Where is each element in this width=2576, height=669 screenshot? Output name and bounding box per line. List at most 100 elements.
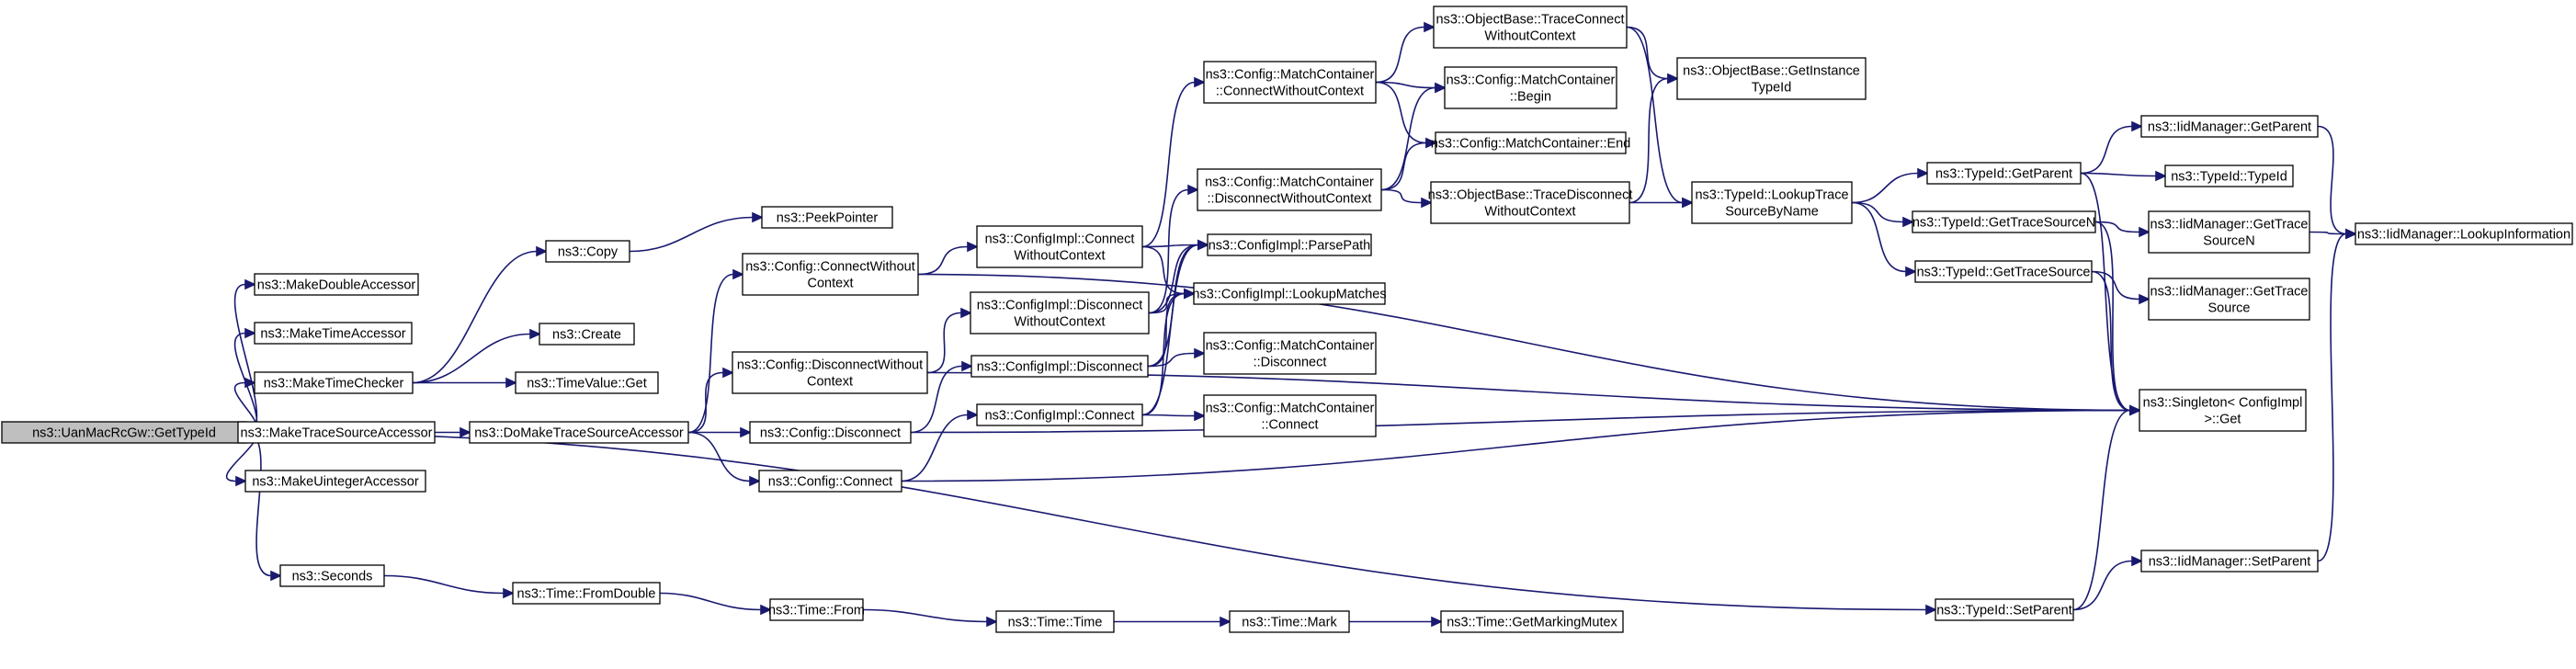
- node-label: >::Get: [2205, 413, 2241, 427]
- node-cfg-disconnect-woc[interactable]: ns3::Config::DisconnectWithoutContext: [732, 351, 928, 394]
- node-box: [1229, 610, 1350, 633]
- node-label: ns3::Config::MatchContainer: [1206, 339, 1375, 354]
- node-ob-trace-disconnect-woc[interactable]: ns3::ObjectBase::TraceDisconnectWithoutC…: [1428, 181, 1633, 224]
- node-ci-connect-woc[interactable]: ns3::ConfigImpl::ConnectWithoutContext: [976, 225, 1143, 268]
- node-peek-pointer[interactable]: ns3::PeekPointer: [761, 206, 893, 229]
- node-ci-lookup-matches[interactable]: ns3::ConfigImpl::LookupMatches: [1192, 282, 1387, 305]
- edge-tid-get-trace-source-to-singleton-get: [2091, 270, 2141, 416]
- edge-cfg-disconnect-to-ci-disconnect: [910, 360, 973, 434]
- node-box: [1203, 332, 1377, 375]
- node-mc-disconnect[interactable]: ns3::Config::MatchContainer::Disconnect: [1203, 332, 1377, 375]
- node-ci-disconnect-woc[interactable]: ns3::ConfigImpl::DisconnectWithoutContex…: [970, 291, 1150, 334]
- edge-line: [1851, 201, 1904, 223]
- node-mc-connect[interactable]: ns3::Config::MatchContainer::Connect: [1203, 394, 1377, 437]
- arrowhead-icon: [235, 475, 247, 487]
- node-tid-get-trace-source[interactable]: ns3::TypeId::GetTraceSource: [1914, 260, 2093, 283]
- node-mk-uint[interactable]: ns3::MakeUintegerAccessor: [244, 470, 426, 493]
- node-iid-lookup-info[interactable]: ns3::IidManager::LookupInformation: [2355, 222, 2573, 245]
- arrowhead-icon: [1905, 266, 1917, 278]
- node-box: [970, 291, 1150, 334]
- node-mk-time-chk[interactable]: ns3::MakeTimeChecker: [254, 371, 414, 394]
- node-box: [515, 371, 659, 394]
- node-box: [2355, 222, 2573, 245]
- node-ob-trace-connect-woc[interactable]: ns3::ObjectBase::TraceConnectWithoutCont…: [1433, 6, 1628, 49]
- arrowhead-icon: [244, 327, 256, 339]
- edge-line: [1851, 172, 1919, 204]
- node-time-get-marking-mutex[interactable]: ns3::Time::GetMarkingMutex: [1440, 610, 1624, 633]
- node-label: ns3::ConfigImpl::Connect: [985, 232, 1135, 247]
- node-cfg-disconnect[interactable]: ns3::Config::Disconnect: [749, 421, 912, 444]
- node-create[interactable]: ns3::Create: [539, 323, 635, 346]
- edge-tid-get-parent-to-tid-type-id: [2080, 170, 2167, 182]
- edge-mc-disconnect-woc-to-mc-end: [1380, 137, 1437, 191]
- node-label: ::ConnectWithoutContext: [1216, 85, 1364, 99]
- node-ci-connect[interactable]: ns3::ConfigImpl::Connect: [976, 403, 1143, 426]
- edge-line: [1380, 142, 1427, 191]
- node-label: ns3::Time::FromDouble: [517, 587, 656, 602]
- node-mk-time-acc[interactable]: ns3::MakeTimeAccessor: [254, 322, 413, 345]
- edge-line: [1626, 26, 1669, 80]
- node-time-time[interactable]: ns3::Time::Time: [995, 610, 1115, 633]
- node-box: [2164, 164, 2294, 187]
- edge-line: [629, 216, 754, 253]
- node-label: ns3::Copy: [558, 245, 618, 260]
- node-iid-set-parent[interactable]: ns3::IidManager::SetParent: [2140, 550, 2319, 573]
- node-tid-get-trace-source-n[interactable]: ns3::TypeId::GetTraceSourceN: [1912, 210, 2096, 233]
- edge-tid-get-parent-to-singleton-get: [2080, 172, 2141, 416]
- arrowhead-icon: [1197, 239, 1209, 251]
- node-box: [1926, 162, 2082, 185]
- node-tid-set-parent[interactable]: ns3::TypeId::SetParent: [1935, 598, 2074, 621]
- node-cfg-connect[interactable]: ns3::Config::Connect: [758, 470, 902, 493]
- node-ci-parse-path[interactable]: ns3::ConfigImpl::ParsePath: [1207, 233, 1372, 256]
- edge-line: [1375, 26, 1425, 84]
- arrowhead-icon: [2345, 228, 2357, 240]
- edge-line: [1147, 352, 1196, 368]
- node-ci-disconnect[interactable]: ns3::ConfigImpl::Disconnect: [970, 355, 1149, 378]
- node-box: [1430, 181, 1630, 224]
- node-copy[interactable]: ns3::Copy: [545, 240, 630, 263]
- edge-line: [2091, 270, 2140, 300]
- node-mc-disconnect-woc[interactable]: ns3::Config::MatchContainer::DisconnectW…: [1197, 168, 1382, 211]
- edge-line: [862, 608, 988, 623]
- edge-do-make-trace-to-cfg-disconnect: [688, 426, 752, 438]
- node-root[interactable]: ns3::UanMacRcGw::GetTypeId: [1, 421, 247, 444]
- node-mc-end[interactable]: ns3::Config::MatchContainer::End: [1431, 131, 1631, 154]
- node-time-value-get[interactable]: ns3::TimeValue::Get: [515, 371, 659, 394]
- edge-mk-time-chk-to-time-value-get: [412, 377, 517, 389]
- node-box: [1203, 61, 1377, 104]
- node-tid-type-id[interactable]: ns3::TypeId::TypeId: [2164, 164, 2294, 187]
- node-label: WithoutContext: [1014, 315, 1105, 330]
- node-label: ns3::MakeTraceSourceAccessor: [241, 426, 433, 441]
- arrowhead-icon: [505, 377, 517, 389]
- node-mc-connect-woc[interactable]: ns3::Config::MatchContainer::ConnectWith…: [1203, 61, 1377, 104]
- node-singleton-get[interactable]: ns3::Singleton< ConfigImpl >::Get: [2139, 389, 2307, 432]
- node-mk-double[interactable]: ns3::MakeDoubleAccessor: [254, 273, 419, 296]
- edge-line: [1375, 81, 1436, 89]
- node-time-from-double[interactable]: ns3::Time::FromDouble: [512, 582, 661, 605]
- call-nodes: ns3::UanMacRcGw::GetTypeId ns3::MakeDoubl…: [1, 6, 2573, 633]
- node-cfg-connect-woc[interactable]: ns3::Config::ConnectWithoutContext: [742, 253, 919, 296]
- edge-line: [412, 250, 538, 384]
- node-tid-get-parent[interactable]: ns3::TypeId::GetParent: [1926, 162, 2082, 185]
- node-label: TypeId: [1752, 81, 1792, 96]
- node-mc-begin[interactable]: ns3::Config::MatchContainer::Begin: [1444, 66, 1617, 109]
- node-iid-get-parent[interactable]: ns3::IidManager::GetParent: [2140, 115, 2319, 138]
- edge-cfg-connect-woc-to-ci-connect-woc: [917, 241, 979, 276]
- edge-line: [2072, 560, 2133, 611]
- edge-mc-disconnect-woc-to-mc-begin: [1380, 82, 1447, 191]
- node-time-from[interactable]: ns3::Time::From: [768, 598, 865, 621]
- edge-cfg-connect-to-ci-connect: [901, 409, 979, 482]
- node-seconds[interactable]: ns3::Seconds: [279, 564, 385, 587]
- node-iid-get-trace-source-n[interactable]: ns3::IidManager::GetTraceSourceN: [2148, 210, 2310, 254]
- edge-ci-connect-woc-to-mc-connect-woc: [1141, 76, 1206, 248]
- node-time-mark[interactable]: ns3::Time::Mark: [1229, 610, 1350, 633]
- arrowhead-icon: [270, 570, 282, 582]
- node-box: [2139, 389, 2307, 432]
- node-mk-trace-src[interactable]: ns3::MakeTraceSourceAccessor: [237, 421, 436, 444]
- node-box: [545, 240, 630, 263]
- node-iid-get-trace-source[interactable]: ns3::IidManager::GetTraceSource: [2148, 278, 2310, 321]
- node-do-make-trace[interactable]: ns3::DoMakeTraceSourceAccessor: [469, 421, 689, 444]
